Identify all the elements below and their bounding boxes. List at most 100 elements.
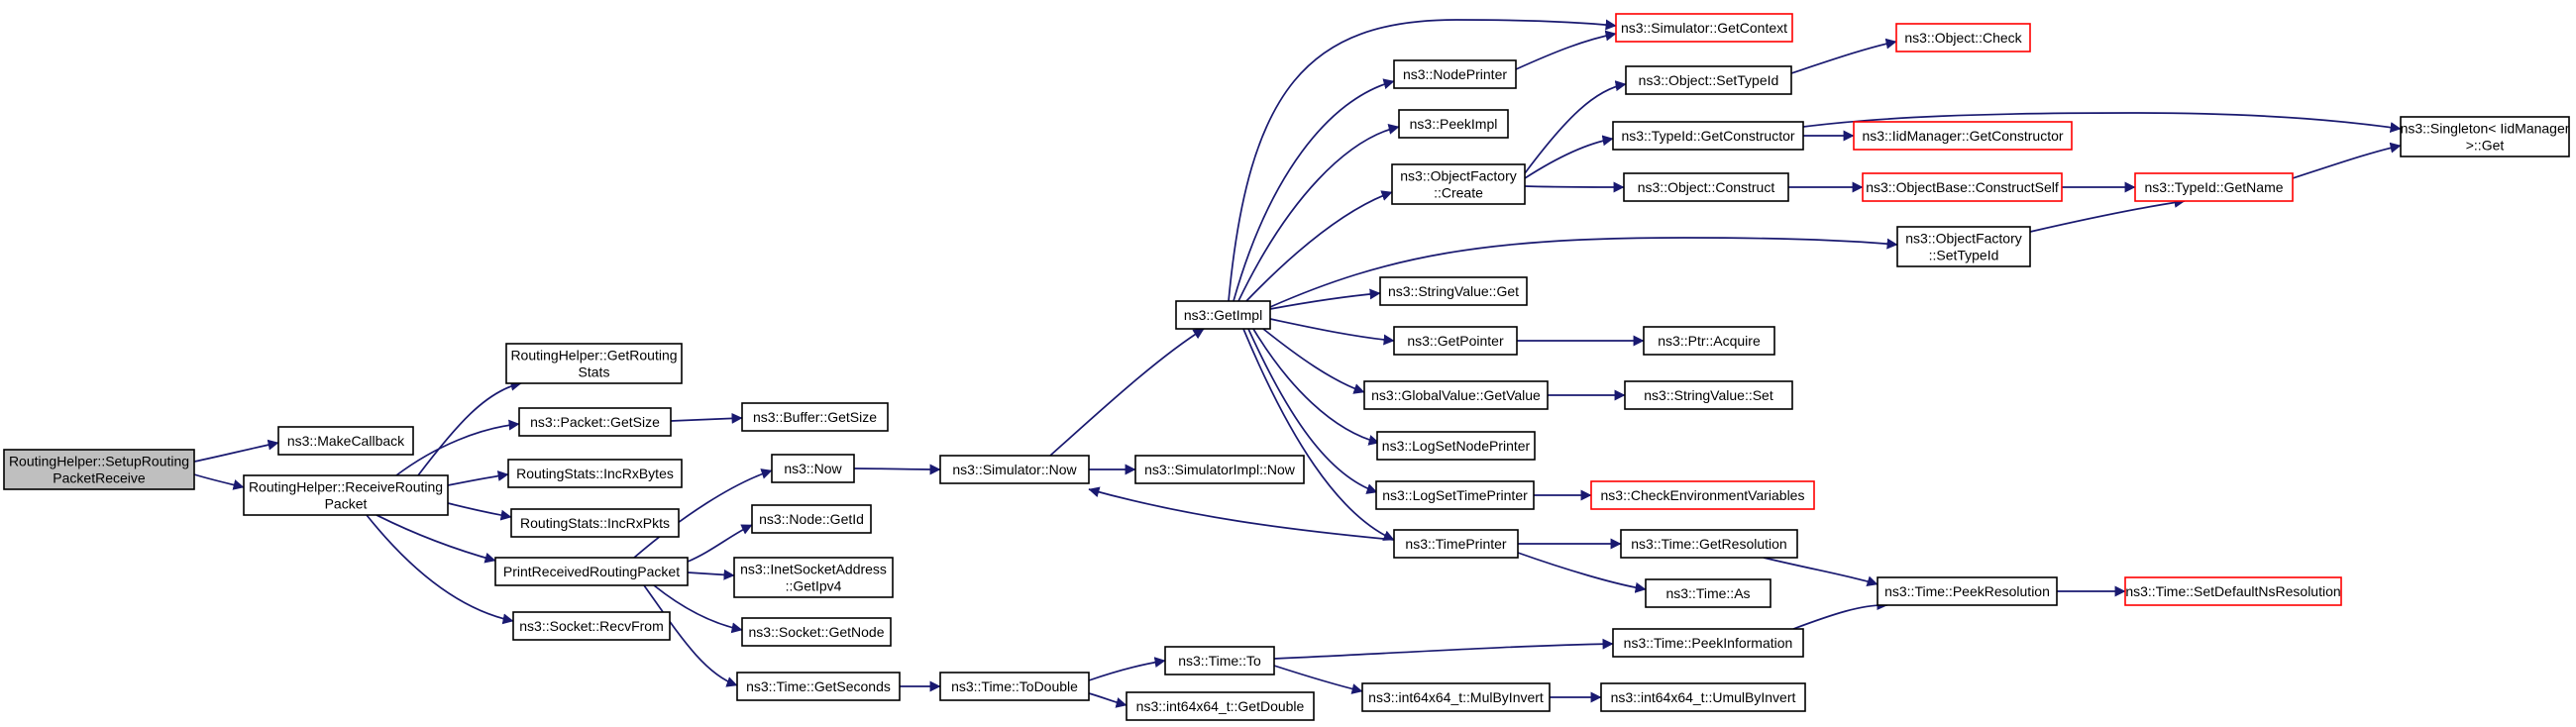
node-peekres[interactable]: ns3::Time::PeekResolution	[1877, 576, 2058, 606]
node-label: ns3::Time::To	[1178, 653, 1261, 669]
node-label: ::GetIpv4	[786, 578, 842, 594]
node-getimpl[interactable]: ns3::GetImpl	[1175, 300, 1271, 330]
node-settypeid[interactable]: ns3::Object::SetTypeId	[1625, 65, 1792, 95]
node-getpointer[interactable]: ns3::GetPointer	[1393, 326, 1518, 356]
edge-arrow	[687, 524, 753, 563]
node-label: ns3::Buffer::GetSize	[753, 409, 877, 425]
node-box	[1361, 682, 1551, 712]
node-box	[1862, 172, 2063, 202]
edge-ofcreate-to-tidgetctor	[1524, 135, 1614, 179]
node-box	[771, 454, 855, 483]
node-bufsize[interactable]: ns3::Buffer::GetSize	[741, 402, 889, 432]
node-simnow[interactable]: ns3::Simulator::Now	[939, 455, 1090, 484]
node-box	[1895, 23, 2031, 52]
edge-arrow	[670, 412, 743, 424]
node-label: ns3::Object::Check	[1904, 30, 2022, 46]
node-simimplnow[interactable]: ns3::SimulatorImpl::Now	[1134, 455, 1305, 484]
node-box	[2124, 576, 2342, 606]
node-singleton[interactable]: ns3::Singleton< IidManager >::Get	[2400, 116, 2570, 157]
node-strset[interactable]: ns3::StringValue::Set	[1624, 380, 1793, 410]
edge-recv-to-incpkts	[447, 502, 512, 521]
edge-arrow	[1247, 328, 1378, 494]
node-objconstruct[interactable]: ns3::Object::Construct	[1623, 172, 1789, 202]
node-mulbyinv[interactable]: ns3::int64x64_t::MulByInvert	[1361, 682, 1551, 712]
node-ofcreate[interactable]: ns3::ObjectFactory::Create	[1391, 163, 1526, 205]
node-ptracquire[interactable]: ns3::Ptr::Acquire	[1643, 326, 1775, 356]
node-peekimpl[interactable]: ns3::PeekImpl	[1398, 109, 1509, 139]
edge-getimpl-to-getpointer	[1269, 318, 1395, 346]
edge-arrow	[1524, 135, 1614, 179]
node-checkenv[interactable]: ns3::CheckEnvironmentVariables	[1590, 480, 1815, 510]
node-tidgetname[interactable]: ns3::TypeId::GetName	[2134, 172, 2294, 202]
node-timeas[interactable]: ns3::Time::As	[1645, 578, 1771, 608]
node-recvfrom[interactable]: ns3::Socket::RecvFrom	[512, 611, 671, 641]
node-box	[1896, 226, 2031, 267]
node-label: RoutingStats::IncRxPkts	[520, 515, 670, 531]
edge-setup-to-makecb	[193, 439, 279, 463]
node-sockgetnode[interactable]: ns3::Socket::GetNode	[741, 617, 892, 647]
edge-nodeprinter-to-getcontext	[1515, 30, 1617, 70]
edge-timeprinter-to-timeas	[1517, 552, 1647, 593]
node-makecb[interactable]: ns3::MakeCallback	[277, 426, 414, 456]
edge-timeto-to-peekinfo	[1273, 638, 1614, 660]
node-label: ::SetTypeId	[1929, 248, 1999, 263]
edge-ofcreate-to-settypeid	[1524, 80, 1627, 174]
node-tidgetctor[interactable]: ns3::TypeId::GetConstructor	[1612, 121, 1804, 151]
node-box	[512, 611, 671, 641]
edge-arrow	[1088, 486, 1395, 541]
node-strget[interactable]: ns3::StringValue::Get	[1379, 276, 1528, 306]
node-label: Packet	[325, 496, 368, 512]
node-label: ns3::Socket::GetNode	[749, 624, 885, 640]
node-print[interactable]: PrintReceivedRoutingPacket	[494, 557, 689, 586]
node-objcheck[interactable]: ns3::Object::Check	[1895, 23, 2031, 52]
node-box	[1643, 326, 1775, 356]
node-setdefres[interactable]: ns3::Time::SetDefaultNsResolution	[2124, 576, 2342, 606]
edge-arrow	[1237, 124, 1400, 302]
node-logsetnode[interactable]: ns3::LogSetNodePrinter	[1376, 431, 1536, 461]
node-label: ::Create	[1434, 185, 1483, 201]
node-peekinfo[interactable]: ns3::Time::PeekInformation	[1612, 628, 1804, 658]
node-getseconds[interactable]: ns3::Time::GetSeconds	[736, 672, 901, 701]
node-ipv4[interactable]: ns3::InetSocketAddress::GetIpv4	[733, 557, 894, 598]
node-incbytes[interactable]: RoutingStats::IncRxBytes	[507, 459, 683, 488]
edge-getimpl-to-strget	[1269, 288, 1381, 310]
node-label: ns3::Object::Construct	[1638, 179, 1775, 195]
edge-arrow	[1802, 112, 2402, 134]
node-logsettime[interactable]: ns3::LogSetTimePrinter	[1375, 480, 1535, 510]
node-label: ns3::CheckEnvironmentVariables	[1601, 487, 1805, 503]
node-getdouble[interactable]: ns3::int64x64_t::GetDouble	[1126, 691, 1315, 721]
node-nodeprinter[interactable]: ns3::NodePrinter	[1393, 59, 1517, 89]
node-umulbyinv[interactable]: ns3::int64x64_t::UmulByInvert	[1600, 682, 1806, 712]
node-getres[interactable]: ns3::Time::GetResolution	[1620, 529, 1798, 559]
node-timeto[interactable]: ns3::Time::To	[1164, 646, 1275, 675]
node-iidgetctor[interactable]: ns3::IidManager::GetConstructor	[1853, 121, 2073, 151]
node-box	[751, 504, 872, 534]
node-box	[939, 672, 1090, 701]
edge-todouble-to-getdouble	[1088, 692, 1127, 708]
node-timeprinter[interactable]: ns3::TimePrinter	[1393, 529, 1519, 559]
node-box	[1175, 300, 1271, 330]
edge-tidgetctor-to-singleton	[1802, 112, 2402, 134]
node-nodeid[interactable]: ns3::Node::GetId	[751, 504, 872, 534]
edge-arrow	[1088, 692, 1127, 708]
node-label: ns3::Socket::RecvFrom	[519, 618, 664, 634]
node-getcontext[interactable]: ns3::Simulator::GetContext	[1615, 13, 1793, 43]
node-box	[1615, 13, 1793, 43]
node-box	[1645, 578, 1771, 608]
node-todouble[interactable]: ns3::Time::ToDouble	[939, 672, 1090, 701]
edge-tidgetname-to-singleton	[2292, 142, 2402, 179]
node-now[interactable]: ns3::Now	[771, 454, 855, 483]
node-box	[1624, 380, 1793, 410]
node-pktsize[interactable]: ns3::Packet::GetSize	[518, 407, 672, 437]
node-ofsettypeid[interactable]: ns3::ObjectFactory::SetTypeId	[1896, 226, 2031, 267]
edge-arrow	[853, 464, 941, 475]
node-label: ns3::TypeId::GetName	[2144, 179, 2283, 195]
node-constructself[interactable]: ns3::ObjectBase::ConstructSelf	[1862, 172, 2063, 202]
node-incpkts[interactable]: RoutingStats::IncRxPkts	[510, 508, 680, 538]
node-label: ns3::ObjectBase::ConstructSelf	[1866, 179, 2059, 195]
node-gvgetvalue[interactable]: ns3::GlobalValue::GetValue	[1363, 380, 1549, 410]
node-label: ns3::Time::PeekInformation	[1624, 635, 1793, 651]
